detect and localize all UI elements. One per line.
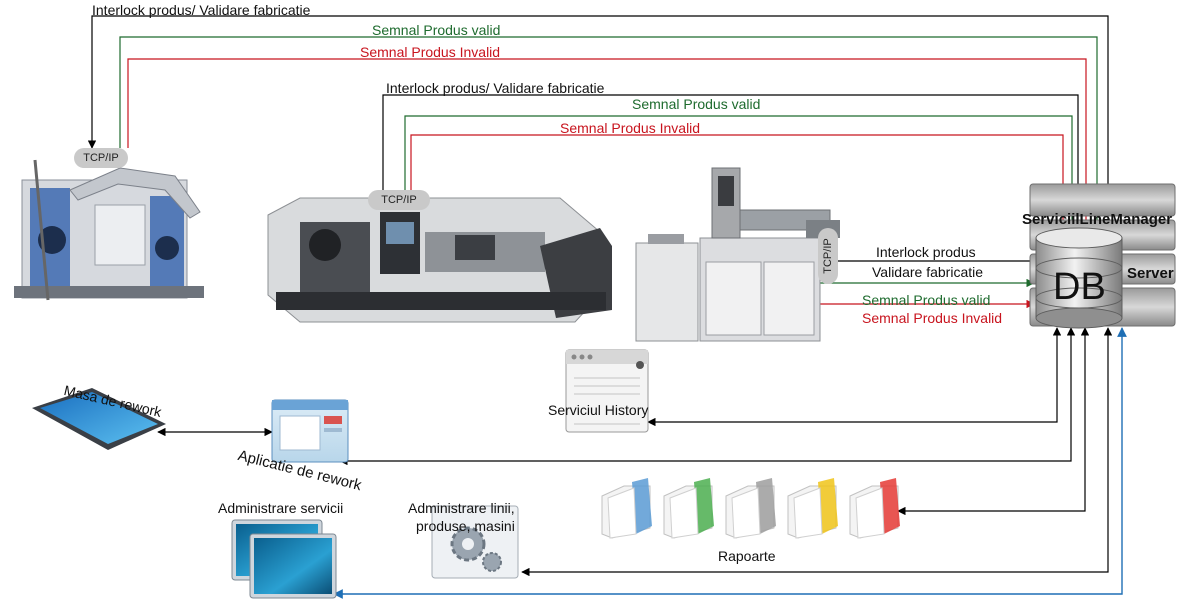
report-folder-icon	[601, 478, 652, 539]
admin-services-label: Administrare servicii	[218, 500, 344, 516]
top-valid-label-2: Semnal Produs valid	[632, 96, 761, 112]
lathe-tcpip-badge: TCP/IP	[368, 190, 430, 210]
station-interlock-label: Interlock produs	[876, 244, 976, 260]
printing-press-machine	[14, 159, 204, 301]
invalid-line-press	[127, 58, 1091, 237]
top-invalid-label-2: Semnal Produs Invalid	[560, 120, 701, 136]
report-folder-icon	[725, 478, 776, 539]
reports-folders	[601, 478, 900, 539]
history-label: Serviciul History	[548, 402, 649, 418]
station-invalid-label: Semnal Produs Invalid	[862, 310, 1003, 326]
station-tcpip-badge: TCP/IP	[818, 228, 838, 284]
valid-line-press	[119, 36, 1102, 237]
db-label: DB	[1053, 266, 1106, 308]
top-interlock-label-1: Interlock produs/ Validare fabricatie	[92, 2, 311, 18]
top-invalid-label-1: Semnal Produs Invalid	[360, 44, 501, 60]
press-tcpip-badge: TCP/IP	[74, 148, 128, 168]
admin-lines-gears-icon	[431, 505, 519, 579]
rework-app-link	[339, 327, 1076, 466]
test-station-machine	[635, 167, 840, 342]
interlock-line-lathe	[378, 94, 1079, 236]
admin-lines-label-1: Administrare linii,	[408, 500, 515, 516]
interlock-line-press	[87, 15, 1109, 236]
top-valid-label-1: Semnal Produs valid	[372, 22, 501, 38]
server-services-suffix: LineManager	[1079, 211, 1173, 228]
admin-lines-label-2: produse, masini	[416, 518, 515, 534]
report-folder-icon	[787, 478, 838, 539]
server-services-prefix: Serviciil	[1022, 211, 1080, 228]
station-validation-label: Validare fabricatie	[872, 264, 984, 280]
server-label: Server	[1127, 265, 1174, 282]
rework-table-tablet-icon	[32, 388, 166, 450]
history-window-icon	[565, 349, 649, 433]
rework-application-icon	[271, 399, 349, 463]
server-services-label: ServiciilLineManager	[1022, 212, 1172, 228]
history-link	[647, 327, 1062, 427]
admin-services-screens-icon	[231, 519, 337, 599]
top-interlock-label-2: Interlock produs/ Validare fabricatie	[386, 80, 605, 96]
valid-line-lathe	[404, 115, 1077, 237]
database-icon	[1035, 227, 1123, 329]
station-valid-label: Semnal Produs valid	[862, 292, 991, 308]
reports-label: Rapoarte	[718, 548, 776, 564]
report-folder-icon	[849, 478, 900, 539]
report-folder-icon	[663, 478, 714, 539]
admin-services-link	[333, 327, 1127, 599]
cnc-lathe-machine	[267, 197, 612, 323]
